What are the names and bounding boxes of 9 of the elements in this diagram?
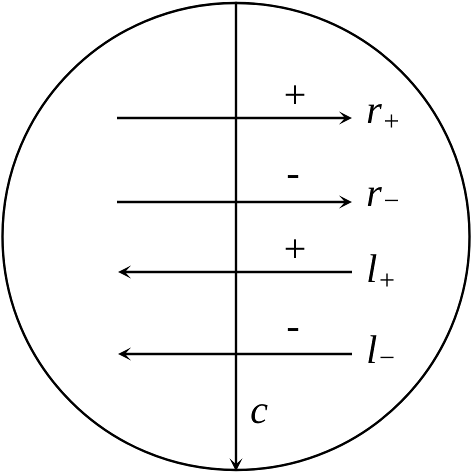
symbol-label: l$_{−}$ (368, 335, 394, 363)
symbol-label: r$_{+}$ (368, 104, 398, 128)
edge-label: - (288, 175, 298, 178)
edge-label: c (251, 404, 268, 424)
symbol-label: r$_{−}$ (368, 187, 398, 206)
edge-label: + (286, 85, 304, 104)
edge-label: + (286, 239, 304, 258)
symbol-label: l$_{+}$ (368, 254, 394, 286)
edge-label: - (288, 328, 298, 332)
